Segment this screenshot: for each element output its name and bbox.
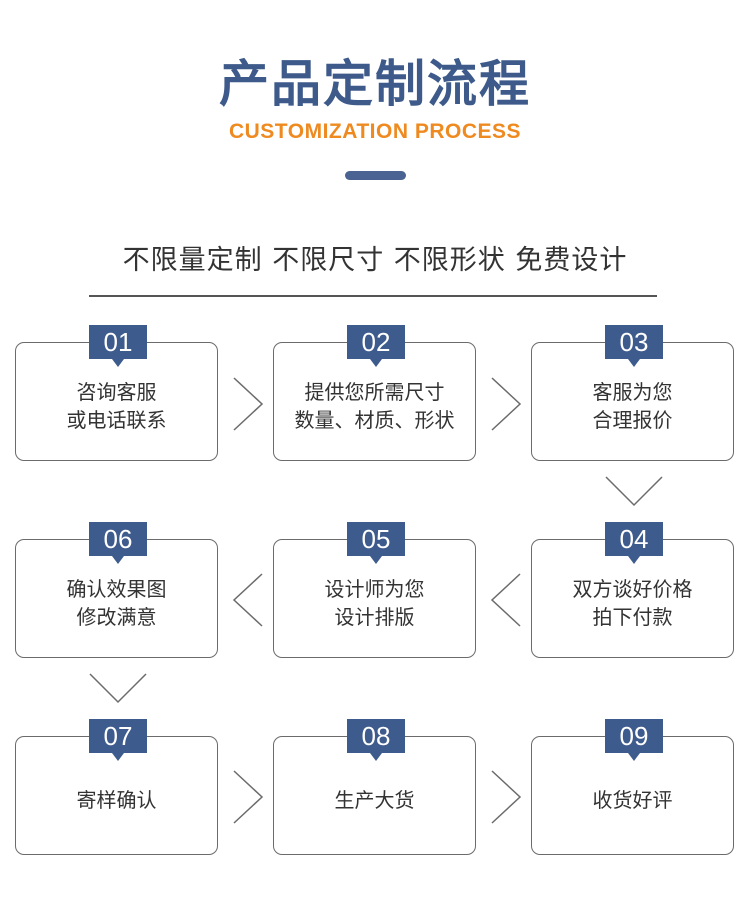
step-label: 确认效果图 [66,576,167,601]
page-title: 产品定制流程 [219,55,531,113]
process-step-01: 01 咨询客服 或电话联系 [15,325,218,461]
chevron-right-icon [491,770,522,824]
step-label: 设计排版 [334,604,415,629]
step-number-badge: 09 [605,719,663,761]
step-label: 客服为您 [592,379,673,404]
step-number-badge: 02 [347,325,405,367]
step-label: 合理报价 [592,407,673,432]
process-step-05: 05 设计师为您 设计排版 [273,522,476,658]
step-label: 数量、材质、形状 [294,407,455,432]
divider [89,295,657,297]
step-number-badge: 06 [89,522,147,564]
step-label: 咨询客服 [76,379,157,404]
step-number-badge: 04 [605,522,663,564]
process-step-03: 03 客服为您 合理报价 [531,325,734,461]
process-step-09: 09 收货好评 [531,719,734,855]
step-label: 生产大货 [334,787,415,812]
accent-bar [345,171,406,180]
chevron-right-icon [491,377,522,431]
process-step-02: 02 提供您所需尺寸 数量、材质、形状 [273,325,476,461]
step-label: 拍下付款 [592,604,673,629]
chevron-left-icon [490,573,521,627]
process-step-07: 07 寄样确认 [15,719,218,855]
chevron-left-icon [232,573,263,627]
step-label: 收货好评 [592,787,673,812]
step-label: 或电话联系 [66,407,167,432]
step-number-badge: 01 [89,325,147,367]
step-label: 提供您所需尺寸 [304,379,445,404]
step-label: 寄样确认 [76,787,157,812]
step-label: 设计师为您 [324,576,425,601]
chevron-right-icon [233,377,264,431]
chevron-right-icon [233,770,264,824]
step-number-badge: 03 [605,325,663,367]
process-step-06: 06 确认效果图 修改满意 [15,522,218,658]
step-label: 修改满意 [76,604,157,629]
step-number-badge: 08 [347,719,405,761]
process-step-08: 08 生产大货 [273,719,476,855]
process-step-04: 04 双方谈好价格 拍下付款 [531,522,734,658]
chevron-down-icon [89,673,147,704]
page-subtitle: CUSTOMIZATION PROCESS [228,120,522,143]
step-number-badge: 05 [347,522,405,564]
chevron-down-icon [605,476,663,507]
step-number-badge: 07 [89,719,147,761]
tagline: 不限量定制 不限尺寸 不限形状 免费设计 [122,245,628,276]
step-label: 双方谈好价格 [572,576,693,601]
